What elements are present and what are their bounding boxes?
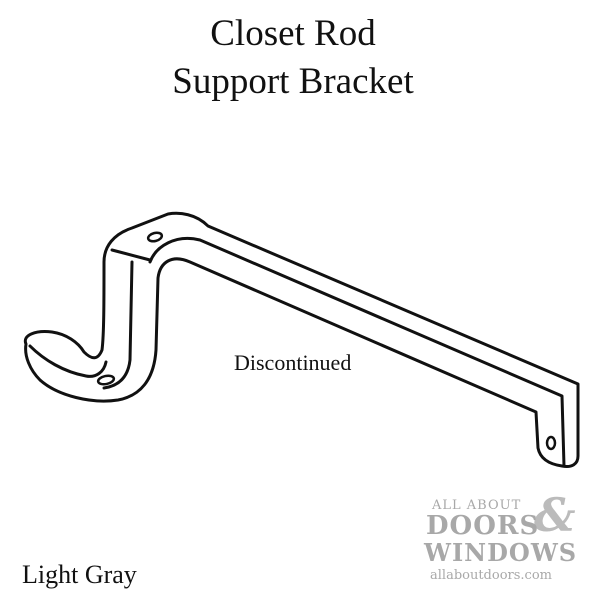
watermark-doors: DOORS xyxy=(426,511,540,541)
screw-hole-end xyxy=(545,435,557,451)
bracket-top-edge xyxy=(110,248,152,262)
title-line-1: Closet Rod xyxy=(210,13,376,54)
screw-hole-bottom xyxy=(96,374,116,386)
watermark-ampersand: & xyxy=(534,488,576,542)
screw-hole-top xyxy=(146,231,164,243)
bracket-hook-lip xyxy=(28,344,108,378)
bracket-inner-edge xyxy=(148,237,566,468)
watermark-windows: WINDOWS xyxy=(424,538,578,567)
brand-watermark: ALL ABOUT & DOORS WINDOWS allaboutdoors.… xyxy=(424,488,592,588)
title-line-2: Support Bracket xyxy=(172,61,414,102)
bracket-outline xyxy=(23,211,580,468)
watermark-url: allaboutdoors.com xyxy=(430,568,552,583)
bracket-front-face xyxy=(102,260,134,390)
discontinued-label: Discontinued xyxy=(234,350,352,375)
watermark-line-1: ALL ABOUT xyxy=(432,498,522,513)
color-label: Light Gray xyxy=(22,560,137,589)
